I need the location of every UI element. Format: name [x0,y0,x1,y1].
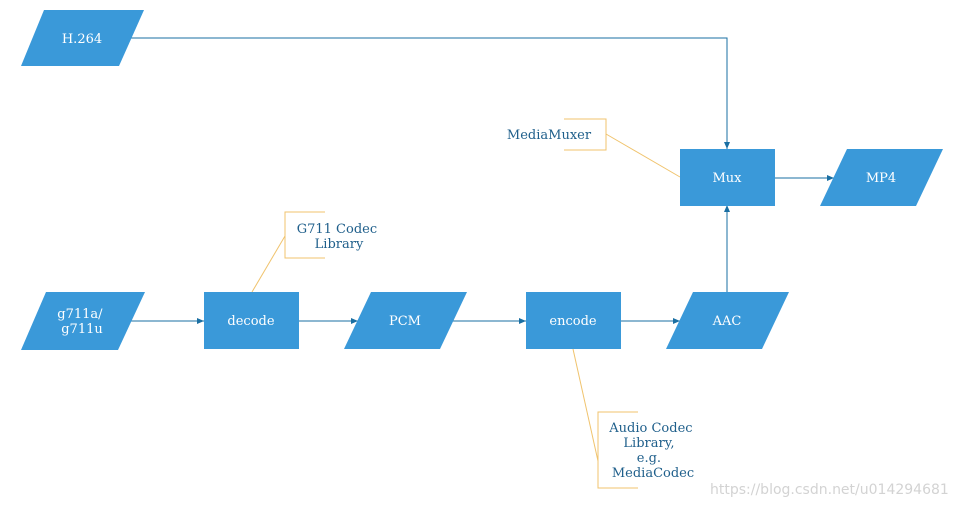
node-decode-label: decode [227,314,274,329]
node-h264: H.264 [21,10,144,66]
node-shape [21,292,145,350]
note-bracket [564,118,607,151]
connector-mediamuxer [605,133,681,178]
note-line: Audio Codec [608,421,692,436]
node-line: encode [549,314,596,329]
node-encode-label: encode [549,314,596,329]
node-aac: AAC [666,292,789,349]
node-encode: encode [526,292,621,349]
edge-h264-to-mux [130,37,730,149]
note-g711-codec: G711 Codec Library [284,211,382,259]
node-shape [666,292,789,349]
node-mp4-label: MP4 [866,171,896,186]
node-decode: decode [204,292,299,349]
note-mediamuxer-label: MediaMuxer [507,128,592,143]
node-line: g711a/ [57,307,103,322]
node-pcm: PCM [344,292,467,349]
node-shape [21,10,144,66]
connector-audio-codec [572,348,599,462]
node-shape [526,292,621,349]
node-shape [344,292,467,349]
node-line: H.264 [62,32,102,47]
connector-g711-codec [251,235,286,293]
node-line: PCM [389,314,421,329]
node-shape [680,149,775,206]
node-mux: Mux [680,149,775,206]
node-line: Mux [712,171,742,186]
edges [130,37,834,324]
note-line: Library, [623,436,674,451]
node-line: g711u [61,322,103,337]
note-g711-codec-label: G711 Codec Library [297,222,382,252]
note-line: Library [315,237,364,252]
note-audio-codec-label: Audio Codec Library, e.g. MediaCodec [608,421,696,481]
note-line: MediaCodec [612,466,694,481]
node-pcm-label: PCM [389,314,421,329]
note-line: G711 Codec [297,222,377,237]
note-line: e.g. [637,451,661,466]
watermark-text: https://blog.csdn.net/u014294681 [710,482,949,498]
node-shape [204,292,299,349]
note-connectors [251,133,681,462]
note-bracket [284,211,325,259]
note-audio-codec: Audio Codec Library, e.g. MediaCodec [597,411,696,489]
node-mux-label: Mux [712,171,742,186]
node-shape [820,149,943,206]
node-aac-label: AAC [712,314,742,329]
node-mp4: MP4 [820,149,943,206]
note-line: MediaMuxer [507,128,592,143]
note-bracket [597,411,638,489]
node-g711-label: g711a/ g711u [57,307,106,337]
node-h264-label: H.264 [62,32,102,47]
node-line: AAC [712,314,742,329]
node-line: MP4 [866,171,896,186]
node-line: decode [227,314,274,329]
note-mediamuxer: MediaMuxer [507,118,607,151]
node-g711: g711a/ g711u [21,292,145,350]
